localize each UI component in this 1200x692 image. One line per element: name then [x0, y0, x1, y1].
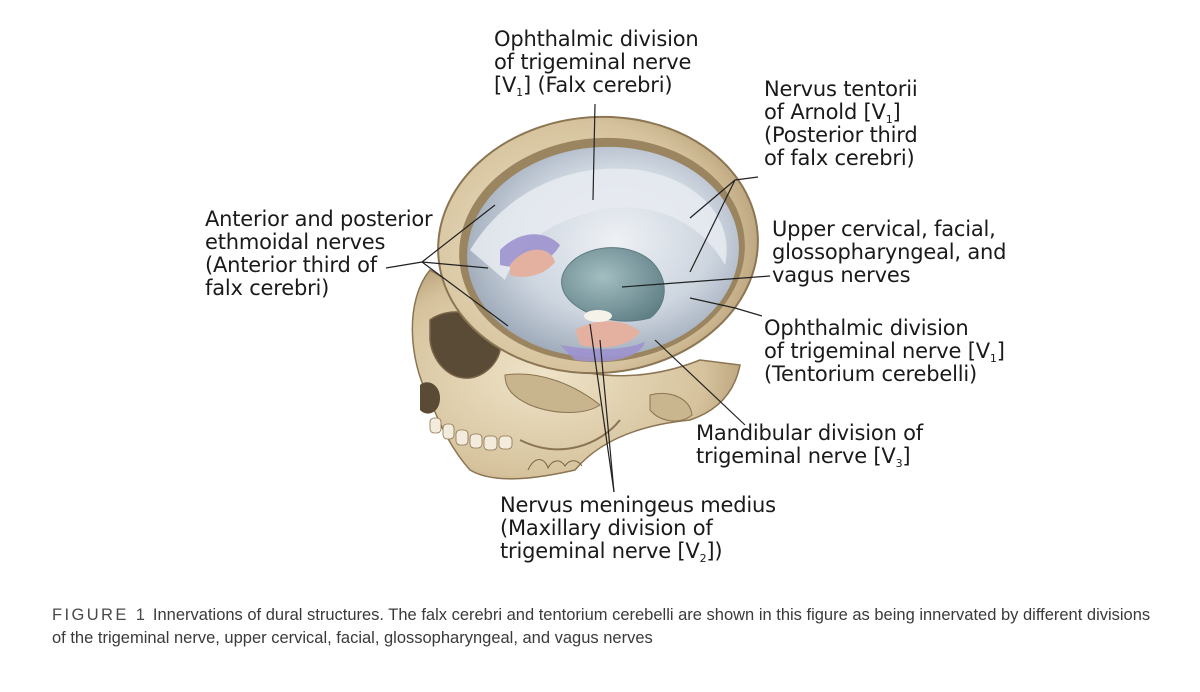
skull-illustration: [385, 103, 771, 493]
pink-region-lower: [575, 321, 640, 348]
label-meningeus: Nervus meningeus medius (Maxillary divis…: [500, 493, 776, 565]
figure-number: FIGURE 1: [52, 606, 145, 624]
teeth: [429, 417, 513, 451]
label-ophthalmic-tentorium: Ophthalmic division of trigeminal nerve …: [764, 316, 1005, 386]
label-nervus-tentorii: Nervus tentorii of Arnold [V1] (Posterio…: [764, 77, 918, 170]
artist-signature: [527, 459, 583, 471]
label-upper-cervical: Upper cervical, facial, glossopharyngeal…: [772, 217, 1007, 287]
foramen-magnum: [584, 310, 612, 322]
label-mandibular: Mandibular division of trigeminal nerve …: [696, 421, 923, 470]
caption-text: Innervations of dural structures. The fa…: [52, 606, 1151, 647]
falx-cerebri: [470, 168, 727, 280]
purple-region-lower: [560, 342, 645, 362]
leader-lines: [385, 103, 771, 493]
label-ophthalmic-falx: Ophthalmic division of trigeminal nerve …: [494, 27, 699, 99]
label-ethmoidal: Anterior and posterior ethmoidal nerves …: [205, 207, 433, 300]
tentorium-cerebelli: [561, 247, 665, 322]
pink-region-upper: [510, 249, 555, 277]
